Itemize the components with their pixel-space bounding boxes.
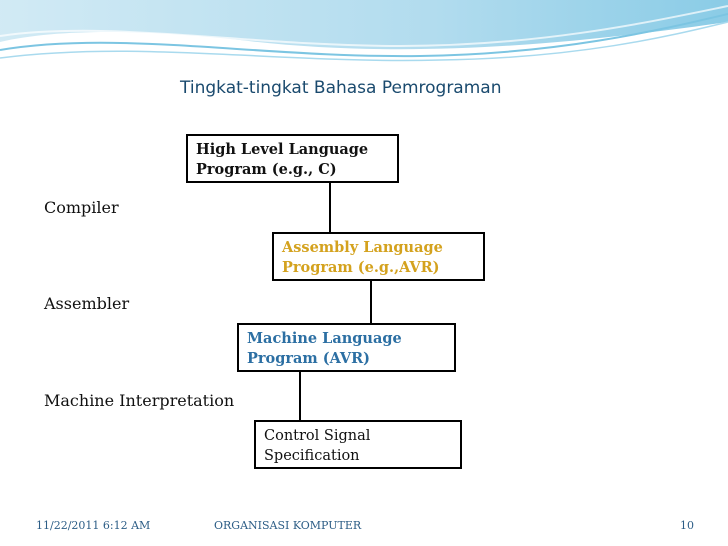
box-line: Assembly Language bbox=[282, 239, 443, 256]
box-line: Program (AVR) bbox=[247, 350, 370, 367]
box-line: Control Signal bbox=[264, 428, 371, 444]
control-signal-box: Control Signal Specification bbox=[254, 420, 462, 469]
box-line: Program (e.g., C) bbox=[196, 161, 337, 178]
footer-page-number: 10 bbox=[680, 519, 694, 532]
box-line: Specification bbox=[264, 448, 360, 464]
assembly-language-box: Assembly Language Program (e.g.,AVR) bbox=[272, 232, 485, 281]
machine-interpretation-label: Machine Interpretation bbox=[44, 391, 235, 410]
slide-title: Tingkat-tingkat Bahasa Pemrograman bbox=[180, 78, 502, 98]
assembler-label: Assembler bbox=[44, 294, 130, 313]
connector-line-3 bbox=[299, 372, 301, 420]
connector-line-1 bbox=[329, 183, 331, 232]
footer-course: ORGANISASI KOMPUTER bbox=[214, 519, 362, 532]
compiler-label: Compiler bbox=[44, 198, 119, 217]
header-wave-decoration bbox=[0, 0, 728, 62]
box-line: High Level Language bbox=[196, 141, 369, 158]
high-level-language-box: High Level Language Program (e.g., C) bbox=[186, 134, 399, 183]
machine-language-box: Machine Language Program (AVR) bbox=[237, 323, 456, 372]
box-line: Program (e.g.,AVR) bbox=[282, 259, 440, 276]
footer-date: 11/22/2011 6:12 AM bbox=[36, 519, 151, 532]
box-line: Machine Language bbox=[247, 330, 402, 347]
connector-line-2 bbox=[370, 281, 372, 323]
